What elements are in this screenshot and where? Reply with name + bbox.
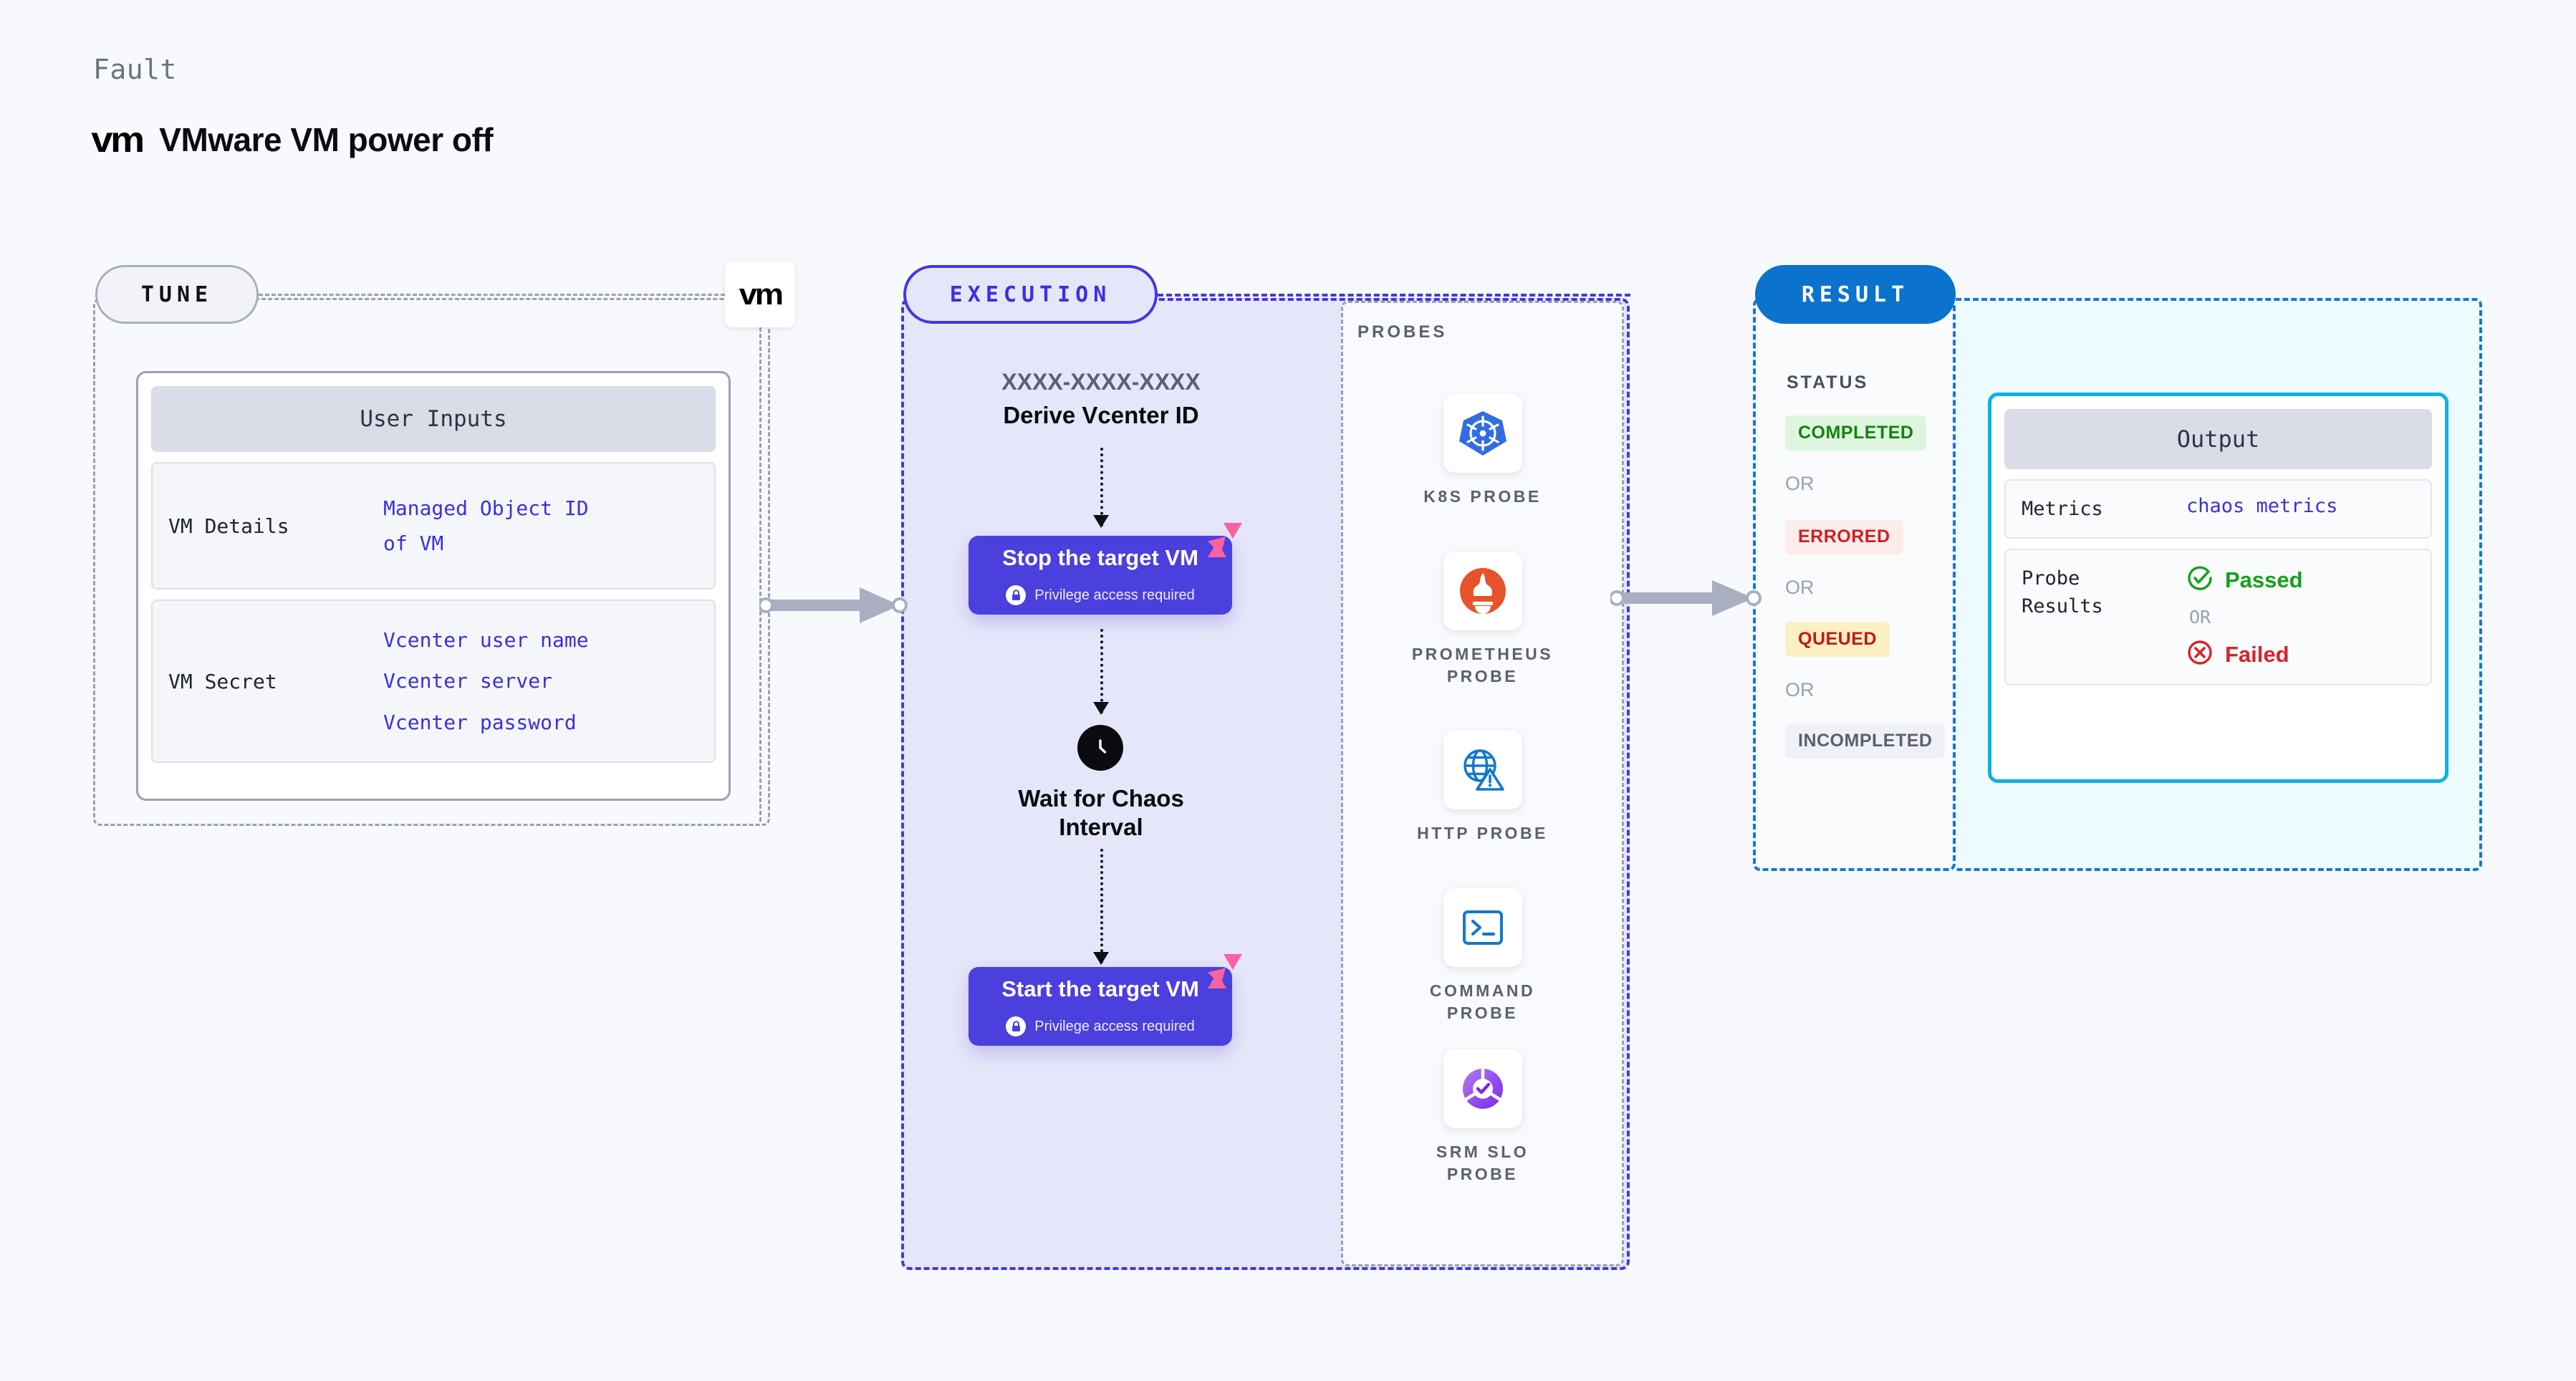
page-title: VMware VM power off	[159, 121, 494, 158]
probe-failed-label: Failed	[2225, 641, 2289, 667]
probe-results-values: Passed OR Failed	[2186, 564, 2303, 670]
litmus-logo-icon	[1205, 951, 1245, 995]
stop-target-vm-card[interactable]: Stop the target VM Privilege access requ…	[969, 523, 1242, 615]
kubernetes-icon	[1443, 394, 1522, 473]
page-title-row: vm VMware VM power off	[91, 120, 494, 160]
probes-section-label: PROBES	[1357, 322, 1448, 342]
probe-passed-label: Passed	[2225, 567, 2303, 592]
field-vm-details: VM Details Managed Object ID of VM	[151, 462, 716, 590]
stop-card-privilege-text: Privilege access required	[1034, 587, 1195, 603]
execution-connector-line	[1158, 294, 1630, 297]
status-or: OR	[1785, 473, 1815, 494]
probe-result-passed: Passed	[2186, 564, 2303, 595]
probe-item-k8s[interactable]: K8S PROBE	[1341, 394, 1624, 508]
vmware-logo-icon: vm	[91, 120, 145, 160]
lock-icon	[1006, 1016, 1027, 1036]
flow-arrow-wait-to-start	[1093, 849, 1109, 965]
status-badge-queued: QUEUED	[1785, 622, 1890, 657]
check-circle-icon	[2186, 564, 2214, 595]
field-label: VM Details	[168, 514, 289, 538]
status-badge-completed: COMPLETED	[1785, 415, 1927, 451]
start-card-privilege-row: Privilege access required	[1006, 1016, 1195, 1036]
status-or: OR	[1785, 577, 1815, 598]
start-card-privilege-text: Privilege access required	[1034, 1018, 1195, 1034]
srm-slo-donut-icon	[1443, 1049, 1522, 1128]
probe-result-failed: Failed	[2186, 639, 2303, 670]
stop-card-title: Stop the target VM	[1002, 545, 1198, 570]
field-vm-secret: VM Secret Vcenter user name Vcenter serv…	[151, 600, 716, 763]
status-or: OR	[1785, 679, 1815, 701]
arrow-execution-to-result	[1609, 573, 1764, 627]
tune-right-divider	[759, 327, 761, 822]
flow-arrow-stop-to-wait	[1093, 629, 1109, 715]
clock-icon	[1077, 725, 1123, 771]
output-label: Metrics	[2022, 498, 2103, 520]
probe-results-or: OR	[2189, 607, 2211, 628]
flow-arrow-derive-to-stop	[1093, 448, 1109, 528]
user-inputs-card: User Inputs VM Details Managed Object ID…	[136, 371, 731, 801]
start-target-vm-card[interactable]: Start the target VM Privilege access req…	[969, 954, 1242, 1046]
x-circle-icon	[2186, 639, 2214, 670]
http-globe-warning-icon	[1443, 731, 1522, 809]
execution-pill[interactable]: EXECUTION	[903, 265, 1158, 324]
stop-card-privilege-row: Privilege access required	[1006, 585, 1195, 605]
start-card-title: Start the target VM	[1001, 976, 1199, 1001]
probe-label: HTTP PROBE	[1417, 824, 1548, 842]
arrow-tune-to-execution	[758, 580, 910, 634]
vmware-badge-icon: vm	[725, 261, 795, 327]
output-row-metrics: Metrics chaos metrics	[2004, 479, 2432, 539]
probe-label: K8S PROBE	[1423, 487, 1542, 506]
tune-panel	[93, 298, 770, 826]
tune-connector-line	[259, 294, 731, 296]
result-pill[interactable]: RESULT	[1755, 265, 1956, 324]
status-badge-errored: ERRORED	[1785, 519, 1903, 554]
output-card-header: Output	[2004, 409, 2432, 469]
page-eyebrow: Fault	[93, 54, 177, 85]
probe-item-http[interactable]: HTTP PROBE	[1341, 731, 1624, 845]
prometheus-icon	[1443, 552, 1522, 630]
tune-pill[interactable]: TUNE	[95, 265, 259, 324]
field-values: Vcenter user name Vcenter server Vcenter…	[383, 627, 589, 734]
output-value-metrics: chaos metrics	[2186, 495, 2338, 517]
status-badge-incompleted: INCOMPLETED	[1785, 723, 1946, 759]
wait-node-title: Wait for Chaos Interval	[1018, 785, 1184, 841]
terminal-icon	[1443, 888, 1522, 967]
user-inputs-header: User Inputs	[151, 386, 716, 452]
litmus-logo-icon	[1205, 520, 1245, 564]
field-values: Managed Object ID of VM	[383, 496, 589, 555]
field-label: VM Secret	[168, 669, 277, 693]
derive-node-title: Derive Vcenter ID	[1003, 402, 1199, 428]
status-section-label: STATUS	[1787, 372, 1869, 393]
lock-icon	[1006, 585, 1027, 605]
derive-node-id: XXXX-XXXX-XXXX	[1001, 369, 1201, 395]
